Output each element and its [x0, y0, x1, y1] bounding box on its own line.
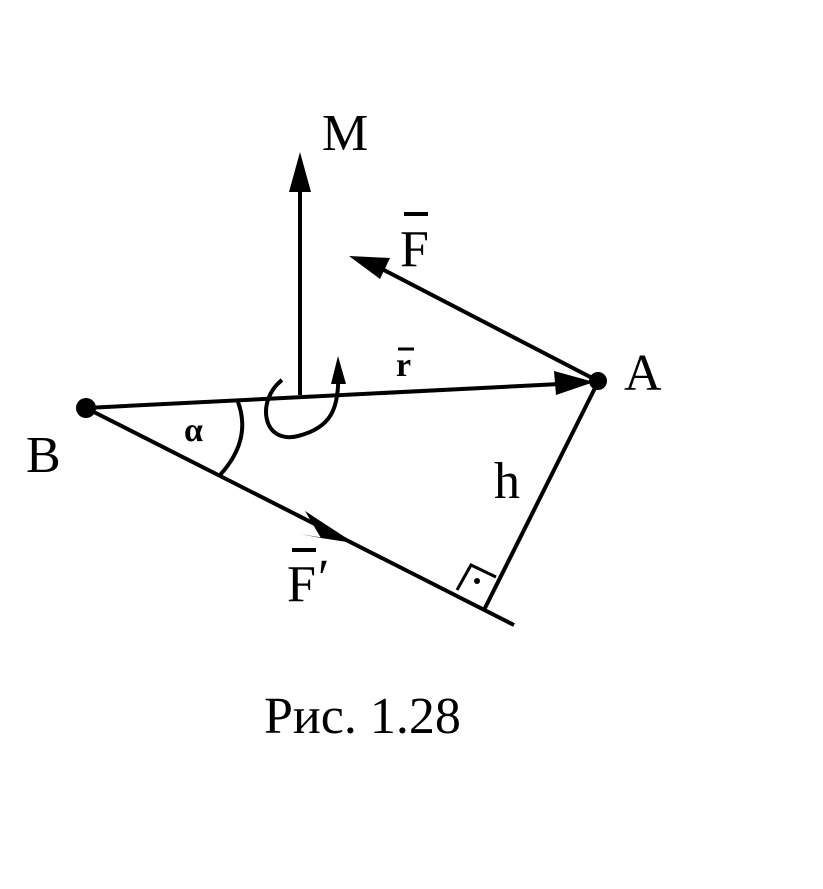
label-force-prime-group: F ′ [287, 548, 329, 613]
figure-caption: Рис. 1.28 [264, 688, 461, 745]
radius-vector [85, 371, 594, 410]
label-point-b: B [26, 427, 61, 484]
point-b-dot [76, 398, 96, 418]
label-point-a: A [624, 345, 662, 402]
moment-vector [289, 152, 311, 395]
label-radius-group: r [396, 347, 414, 384]
label-prime-mark: ′ [318, 550, 329, 607]
label-radius-vector: r [396, 347, 411, 384]
label-moment: M [322, 105, 368, 162]
label-arm: h [494, 453, 520, 510]
force-vector [349, 256, 599, 383]
label-force: F [400, 221, 429, 278]
arm-line [482, 381, 600, 611]
angle-arc [218, 401, 245, 477]
force-prime-vector [85, 406, 515, 627]
right-angle-marker [455, 563, 497, 591]
label-angle: α [184, 412, 203, 449]
label-force-prime: F [287, 556, 316, 613]
point-a-dot [589, 372, 607, 390]
rotation-arrow [264, 356, 346, 440]
label-force-group: F [400, 212, 429, 278]
